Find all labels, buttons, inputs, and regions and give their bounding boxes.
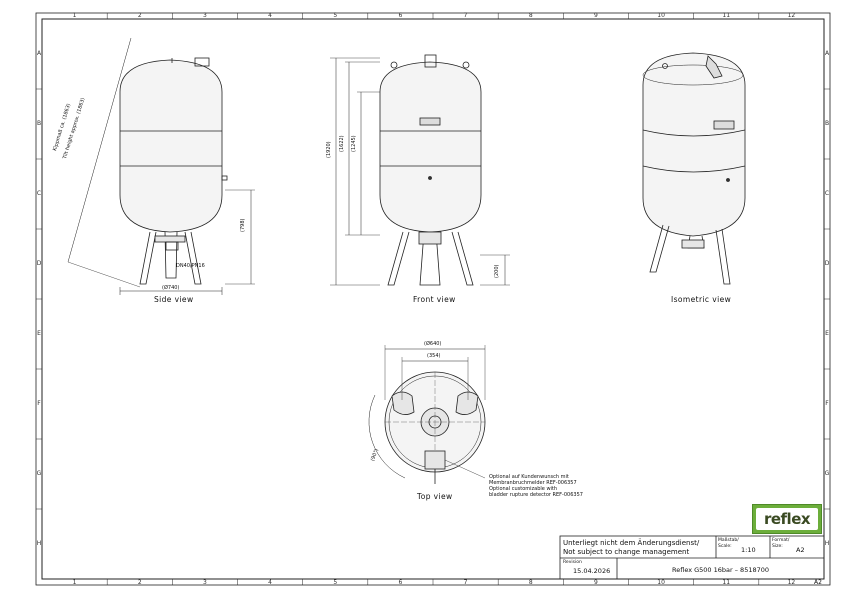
note-line-4: bladder rupture detector REF-006357 <box>489 492 583 498</box>
scale-value: 1:10 <box>741 546 756 554</box>
side-view-drawing <box>67 37 255 295</box>
grid-column-label: 2 <box>137 579 142 586</box>
grid-column-label: 7 <box>463 12 468 19</box>
grid-column-label: 4 <box>268 579 272 586</box>
grid-column-label: 5 <box>333 579 338 586</box>
grid-row-label: C <box>824 190 830 197</box>
grid-column-label: 9 <box>593 579 598 586</box>
grid-column-label: 6 <box>398 579 403 586</box>
grid-row-label: F <box>37 400 41 407</box>
dim-height-2: (1245) <box>351 135 357 152</box>
dim-top-outer: (Ø640) <box>424 341 442 347</box>
grid-row-label: D <box>36 260 42 267</box>
grid-column-label: 8 <box>528 12 533 19</box>
dim-height-1: (1622) <box>339 135 345 152</box>
grid-row-label: C <box>36 190 42 197</box>
corner-size: A2 <box>814 579 822 586</box>
grid-column-label: 12 <box>787 579 796 586</box>
isometric-view-drawing <box>642 52 746 285</box>
dim-foot-height: (200) <box>494 264 500 278</box>
revision-date: 15.04.2026 <box>573 567 611 575</box>
top-view-caption: Top view <box>417 492 453 501</box>
grid-column-label: 4 <box>268 12 272 19</box>
reflex-logo-text: reflex <box>763 510 811 528</box>
format-value: A2 <box>796 546 805 554</box>
grid-column-label: 8 <box>528 579 533 586</box>
side-view-caption: Side view <box>154 295 194 304</box>
grid-column-label: 11 <box>722 12 731 19</box>
front-view-drawing <box>330 54 510 286</box>
subject-de: Unterliegt nicht dem Änderungsdienst/ <box>563 539 700 547</box>
grid-column-label: 2 <box>137 12 142 19</box>
dim-diameter-side: (Ø740) <box>162 285 180 291</box>
grid-row-label: A <box>36 50 42 57</box>
top-view-drawing <box>368 345 486 484</box>
grid-row-label: D <box>824 260 830 267</box>
grid-column-label: 5 <box>333 12 338 19</box>
note-line-3: Optional customizable with <box>489 486 558 492</box>
front-view-caption: Front view <box>413 295 456 304</box>
title-block <box>559 535 825 580</box>
grid-row-label: G <box>36 470 42 477</box>
grid-row-label: G <box>824 470 830 477</box>
grid-row-label: A <box>824 50 830 57</box>
grid-row-label: H <box>36 540 42 547</box>
dim-height-side: (798) <box>240 218 246 232</box>
reflex-logo: reflex <box>752 504 822 534</box>
dim-connection: DN40/PN16 <box>176 263 205 269</box>
grid-row-label: B <box>824 120 830 127</box>
grid-column-label: 1 <box>72 579 77 586</box>
format-label-en: Size: <box>772 544 783 549</box>
scale-label: Maßstab/ <box>718 538 739 543</box>
grid-column-label: 1 <box>72 12 77 19</box>
product-name: Reflex G500 16bar – 8518700 <box>672 566 770 574</box>
grid-column-label: 6 <box>398 12 403 19</box>
dim-height-total: (1920) <box>326 141 332 158</box>
grid-column-label: 11 <box>722 579 731 586</box>
note-line-2: Membranbruchmelder REF-006357 <box>489 480 577 486</box>
isometric-view-caption: Isometric view <box>671 295 732 304</box>
grid-column-label: 10 <box>657 12 665 19</box>
grid-column-label: 10 <box>657 579 665 586</box>
grid-column-label: 3 <box>202 579 207 586</box>
revision-label: Revision <box>563 560 582 565</box>
note-line-1: Optional auf Kundenwunsch mit <box>489 474 569 480</box>
format-label: Format/ <box>772 538 790 543</box>
subject-en: Not subject to change management <box>563 548 690 556</box>
grid-column-label: 3 <box>202 12 207 19</box>
grid-column-label: 9 <box>593 12 598 19</box>
grid-column-label: 12 <box>787 12 796 19</box>
grid-row-label: H <box>824 540 830 547</box>
grid-row-label: B <box>36 120 42 127</box>
scale-label-en: Scale: <box>718 544 732 549</box>
dim-top-inner: (354) <box>427 353 441 359</box>
grid-row-label: F <box>825 400 829 407</box>
grid-column-label: 7 <box>463 579 468 586</box>
grid-row-label: E <box>825 330 829 337</box>
grid-row-label: E <box>37 330 41 337</box>
